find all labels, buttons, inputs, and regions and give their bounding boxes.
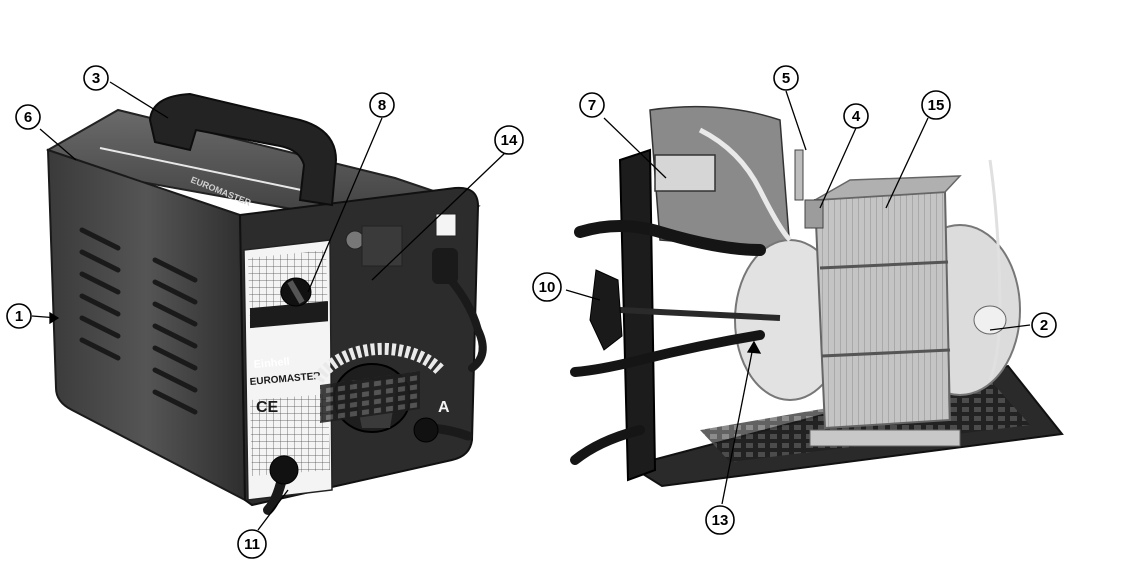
welder-interior-illustration: [570, 105, 1064, 488]
current-scale: [312, 342, 445, 384]
selector-switch-block: [654, 154, 716, 192]
svg-text:5: 5: [782, 70, 790, 87]
svg-text:3: 3: [92, 70, 100, 87]
svg-text:11: 11: [244, 536, 260, 553]
callout-markers: 1 2 3 4 5 6 7 8: [6, 65, 1057, 559]
voltage-selector: [280, 277, 312, 307]
callout-11: 11: [237, 529, 267, 559]
welding-cables: [574, 220, 766, 256]
svg-text:7: 7: [588, 97, 596, 114]
callout-3: 3: [83, 65, 109, 91]
callout-8: 8: [369, 92, 395, 118]
callout-10: 10: [532, 272, 562, 302]
callout-7: 7: [579, 92, 605, 118]
svg-text:6: 6: [24, 109, 32, 126]
housing-side-panel: [46, 148, 247, 502]
callout-5: 5: [773, 65, 799, 91]
callout-14: 14: [494, 125, 524, 155]
callout-1: 1: [6, 303, 32, 329]
callout-4: 4: [843, 103, 869, 129]
carry-handle: [148, 92, 338, 207]
svg-text:2: 2: [1040, 317, 1048, 334]
svg-text:13: 13: [712, 512, 729, 529]
callout-6: 6: [15, 104, 41, 130]
housing-top-stripe: [99, 147, 331, 197]
adjustment-handwheel: [589, 269, 623, 351]
welder-exterior-illustration: Einhell EUROMASTER CE EUROMASTER A: [45, 92, 487, 515]
brand-text: Einhell: [253, 356, 290, 371]
svg-text:15: 15: [928, 97, 945, 114]
svg-text:1: 1: [15, 308, 23, 325]
ce-mark: CE: [256, 399, 279, 416]
side-vents: [79, 227, 198, 415]
svg-text:4: 4: [852, 108, 861, 125]
callout-2: 2: [1031, 312, 1057, 338]
mains-cable: [438, 266, 487, 372]
terminal-a-label: A: [438, 399, 450, 416]
internal-wiring: [698, 127, 792, 242]
callouts: [31, 81, 1031, 531]
callout-13: 13: [705, 505, 735, 535]
svg-text:14: 14: [501, 132, 518, 149]
svg-text:10: 10: [539, 279, 556, 296]
adjustment-spindle: [619, 307, 781, 321]
callout-15: 15: [921, 90, 951, 120]
svg-text:8: 8: [378, 97, 386, 114]
transformer-core: [813, 190, 952, 430]
